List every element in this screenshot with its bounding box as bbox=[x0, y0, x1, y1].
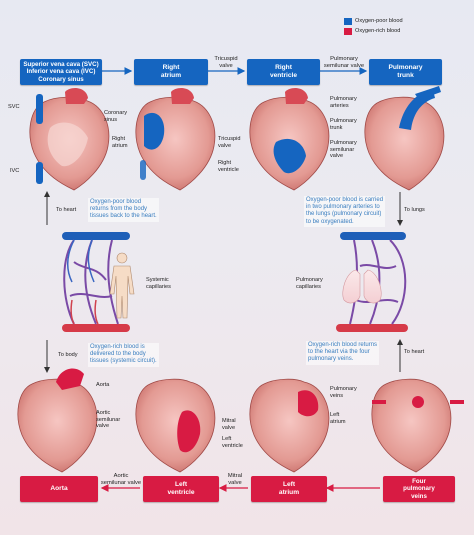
legend-rich-swatch bbox=[344, 27, 352, 35]
box-venae-cavae: Superior vena cava (SVC) Inferior vena c… bbox=[20, 59, 102, 85]
label-aorta: Aorta bbox=[96, 382, 110, 388]
note-oxygen-poor-return: Oxygen-poor blood returns from the body … bbox=[88, 198, 159, 222]
box-four-pulmonary-veins: Four pulmonary veins bbox=[383, 476, 455, 502]
heart-bottom-1 bbox=[17, 368, 98, 473]
label-tricuspid-valve-top: Tricuspid valve bbox=[214, 56, 238, 69]
note-pulmonary-return: Oxygen-rich blood returns to the heart v… bbox=[306, 341, 380, 365]
label-left-atrium: Left atrium bbox=[330, 412, 346, 425]
label-aortic-semilunar-bottom: Aortic semilunar valve bbox=[100, 473, 142, 486]
label-pulmonary-trunk: Pulmonary trunk bbox=[330, 118, 357, 131]
label-tricuspid-valve: Tricuspid valve bbox=[218, 136, 241, 149]
lungs-illustration bbox=[342, 269, 382, 304]
heart-bottom-3 bbox=[249, 378, 330, 473]
legend-rich-label: Oxygen-rich blood bbox=[355, 28, 401, 34]
box-aorta: Aorta bbox=[20, 476, 98, 502]
label-right-ventricle: Right ventricle bbox=[218, 160, 239, 173]
label-to-heart-right: To heart bbox=[404, 349, 425, 355]
label-aortic-semilunar: Aortic semilunar valve bbox=[96, 410, 121, 430]
label-pulmonary-semilunar: Pulmonary semilunar valve bbox=[330, 140, 357, 160]
heart-top-1 bbox=[29, 88, 110, 191]
label-pulmonary-capillaries: Pulmonary capillaries bbox=[296, 277, 323, 290]
human-figure bbox=[109, 252, 135, 319]
heart-top-3 bbox=[249, 88, 330, 191]
label-pulmonary-veins: Pulmonary veins bbox=[330, 386, 357, 399]
box-right-ventricle: Right ventricle bbox=[247, 59, 320, 85]
label-to-body: To body bbox=[58, 352, 78, 358]
note-pulmonary-circuit: Oxygen-poor blood is carried in two pulm… bbox=[304, 196, 386, 227]
legend-poor-swatch bbox=[344, 17, 352, 25]
box-left-atrium: Left atrium bbox=[251, 476, 327, 502]
note-systemic-circuit: Oxygen-rich blood is delivered to the bo… bbox=[88, 343, 159, 367]
legend-poor-label: Oxygen-poor blood bbox=[355, 18, 403, 24]
label-to-lungs: To lungs bbox=[404, 207, 425, 213]
legend: Oxygen-poor blood Oxygen-rich blood bbox=[344, 16, 403, 36]
legend-oxygen-poor: Oxygen-poor blood bbox=[344, 16, 403, 26]
label-pulmonary-arteries: Pulmonary arteries bbox=[330, 96, 357, 109]
heart-bottom-2 bbox=[135, 378, 216, 473]
label-left-ventricle: Left ventricle bbox=[222, 436, 243, 449]
legend-oxygen-rich: Oxygen-rich blood bbox=[344, 26, 403, 36]
label-right-atrium: Right atrium bbox=[112, 136, 128, 149]
heart-top-4 bbox=[364, 86, 445, 191]
heart-bottom-4 bbox=[371, 378, 464, 473]
label-pulmonary-semilunar-top: Pulmonary semilunar valve bbox=[323, 56, 365, 69]
label-mitral-valve: Mitral valve bbox=[222, 418, 236, 431]
label-mitral-valve-bottom: Mitral valve bbox=[227, 473, 243, 486]
systemic-capillary-bed bbox=[62, 232, 130, 332]
box-pulmonary-trunk: Pulmonary trunk bbox=[369, 59, 442, 85]
pulmonary-capillary-bed bbox=[336, 232, 408, 332]
label-svc: SVC bbox=[8, 104, 20, 110]
box-left-ventricle: Left ventricle bbox=[143, 476, 219, 502]
label-coronary-sinus: Coronary sinus bbox=[104, 110, 128, 123]
heart-top-2 bbox=[135, 88, 216, 191]
label-to-heart-left: To heart bbox=[56, 207, 77, 213]
box-right-atrium: Right atrium bbox=[134, 59, 208, 85]
label-systemic-capillaries: Systemic capillaries bbox=[146, 277, 171, 290]
label-ivc: IVC bbox=[10, 168, 20, 174]
